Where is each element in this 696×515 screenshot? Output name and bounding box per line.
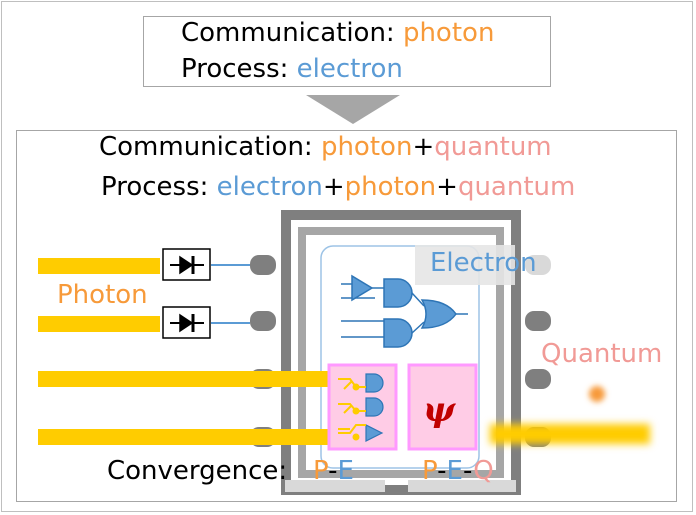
photodiode-icon — [162, 248, 211, 281]
plus-text: + — [436, 172, 458, 202]
communication-label: Communication: — [181, 18, 395, 48]
convergence-line: Convergence: — [107, 456, 287, 486]
photon-label: Photon — [57, 280, 148, 310]
and-gate-icon — [383, 278, 413, 308]
p-text: P — [313, 456, 329, 486]
pe-label: P-E — [313, 456, 354, 486]
or-gate-icon — [420, 299, 457, 329]
pe-converter-gates — [365, 373, 384, 442]
photon-text: photon — [402, 18, 495, 48]
psi-symbol: ψ — [423, 390, 456, 430]
current-technology-box — [143, 16, 551, 87]
q-text: Q — [473, 456, 494, 486]
quantum-label: Quantum — [541, 339, 663, 369]
process-label: Process: — [181, 54, 289, 84]
and-gate-icon — [383, 318, 413, 348]
photon-text: photon — [320, 132, 413, 162]
photon-waveguides — [38, 258, 330, 445]
communication-label: Communication: — [99, 132, 313, 162]
quantum-text: quantum — [434, 132, 552, 162]
top-process-line: Process: electron — [181, 54, 403, 84]
e-text: E — [337, 456, 354, 486]
electron-text: electron — [216, 172, 323, 202]
main-process-line: Process: electron+photon+quantum — [101, 172, 575, 202]
future-technology-box — [16, 130, 677, 502]
e-text: E — [446, 456, 463, 486]
plus-text: + — [412, 132, 435, 162]
peq-label: P-E-Q — [422, 456, 494, 486]
quantum-block — [407, 363, 478, 451]
dash-text: - — [328, 456, 338, 486]
logic-gates — [341, 274, 468, 348]
plus-text: + — [322, 172, 345, 202]
electron-label: Electron — [430, 248, 537, 278]
chip-package — [281, 210, 521, 495]
buffer-gate-icon — [351, 274, 374, 302]
quantum-particle-icon — [589, 386, 605, 402]
process-label: Process: — [101, 172, 209, 202]
dash-text: - — [437, 456, 447, 486]
pe-converter-block — [327, 363, 398, 451]
electron-label-bg — [415, 245, 515, 285]
diode-to-pin-lines — [211, 264, 250, 324]
quantum-waveguide — [490, 424, 650, 444]
pe-converter-waveguides — [338, 378, 366, 441]
photon-text: photon — [344, 172, 437, 202]
down-arrow-icon — [306, 95, 400, 124]
electron-text: electron — [296, 54, 403, 84]
p-text: P — [422, 456, 438, 486]
photodiode-icon — [162, 306, 211, 339]
left-pins — [250, 255, 276, 447]
dash-text: - — [462, 456, 474, 486]
top-communication-line: Communication: photon — [181, 18, 494, 48]
main-communication-line: Communication: photon+quantum — [99, 132, 552, 162]
quantum-text: quantum — [457, 172, 576, 202]
convergence-label: Convergence: — [107, 456, 288, 486]
